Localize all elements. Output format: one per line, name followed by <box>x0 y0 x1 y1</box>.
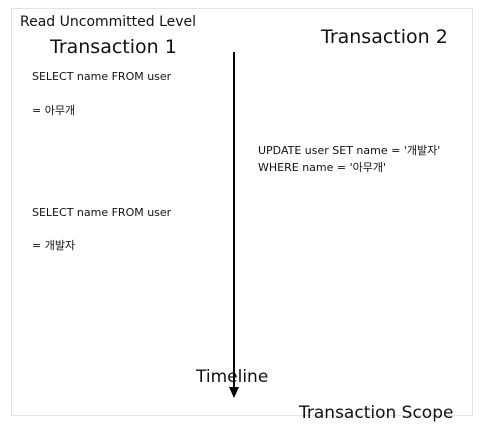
transaction-1-select-query-1: SELECT name FROM user <box>32 70 172 83</box>
transaction-1-select-result-2: = 개발자 <box>32 239 76 252</box>
transaction-2-title: Transaction 2 <box>321 26 448 48</box>
transaction-1-title: Transaction 1 <box>50 36 177 58</box>
timeline-label: Timeline <box>196 367 269 387</box>
transaction-1-select-query-2: SELECT name FROM user <box>32 206 172 219</box>
timeline-arrow-head <box>229 387 239 398</box>
isolation-level-title: Read Uncommitted Level <box>20 14 197 30</box>
transaction-2-update-line-1: UPDATE user SET name = '개발자' <box>258 144 441 157</box>
transaction-2-update-line-2: WHERE name = '아무개' <box>258 161 387 174</box>
transaction-scope-label: Transaction Scope <box>299 403 454 423</box>
transaction-1-select-result-1: = 아무개 <box>32 104 76 117</box>
timeline-arrow <box>229 52 239 398</box>
transaction-scope-box <box>11 8 473 416</box>
